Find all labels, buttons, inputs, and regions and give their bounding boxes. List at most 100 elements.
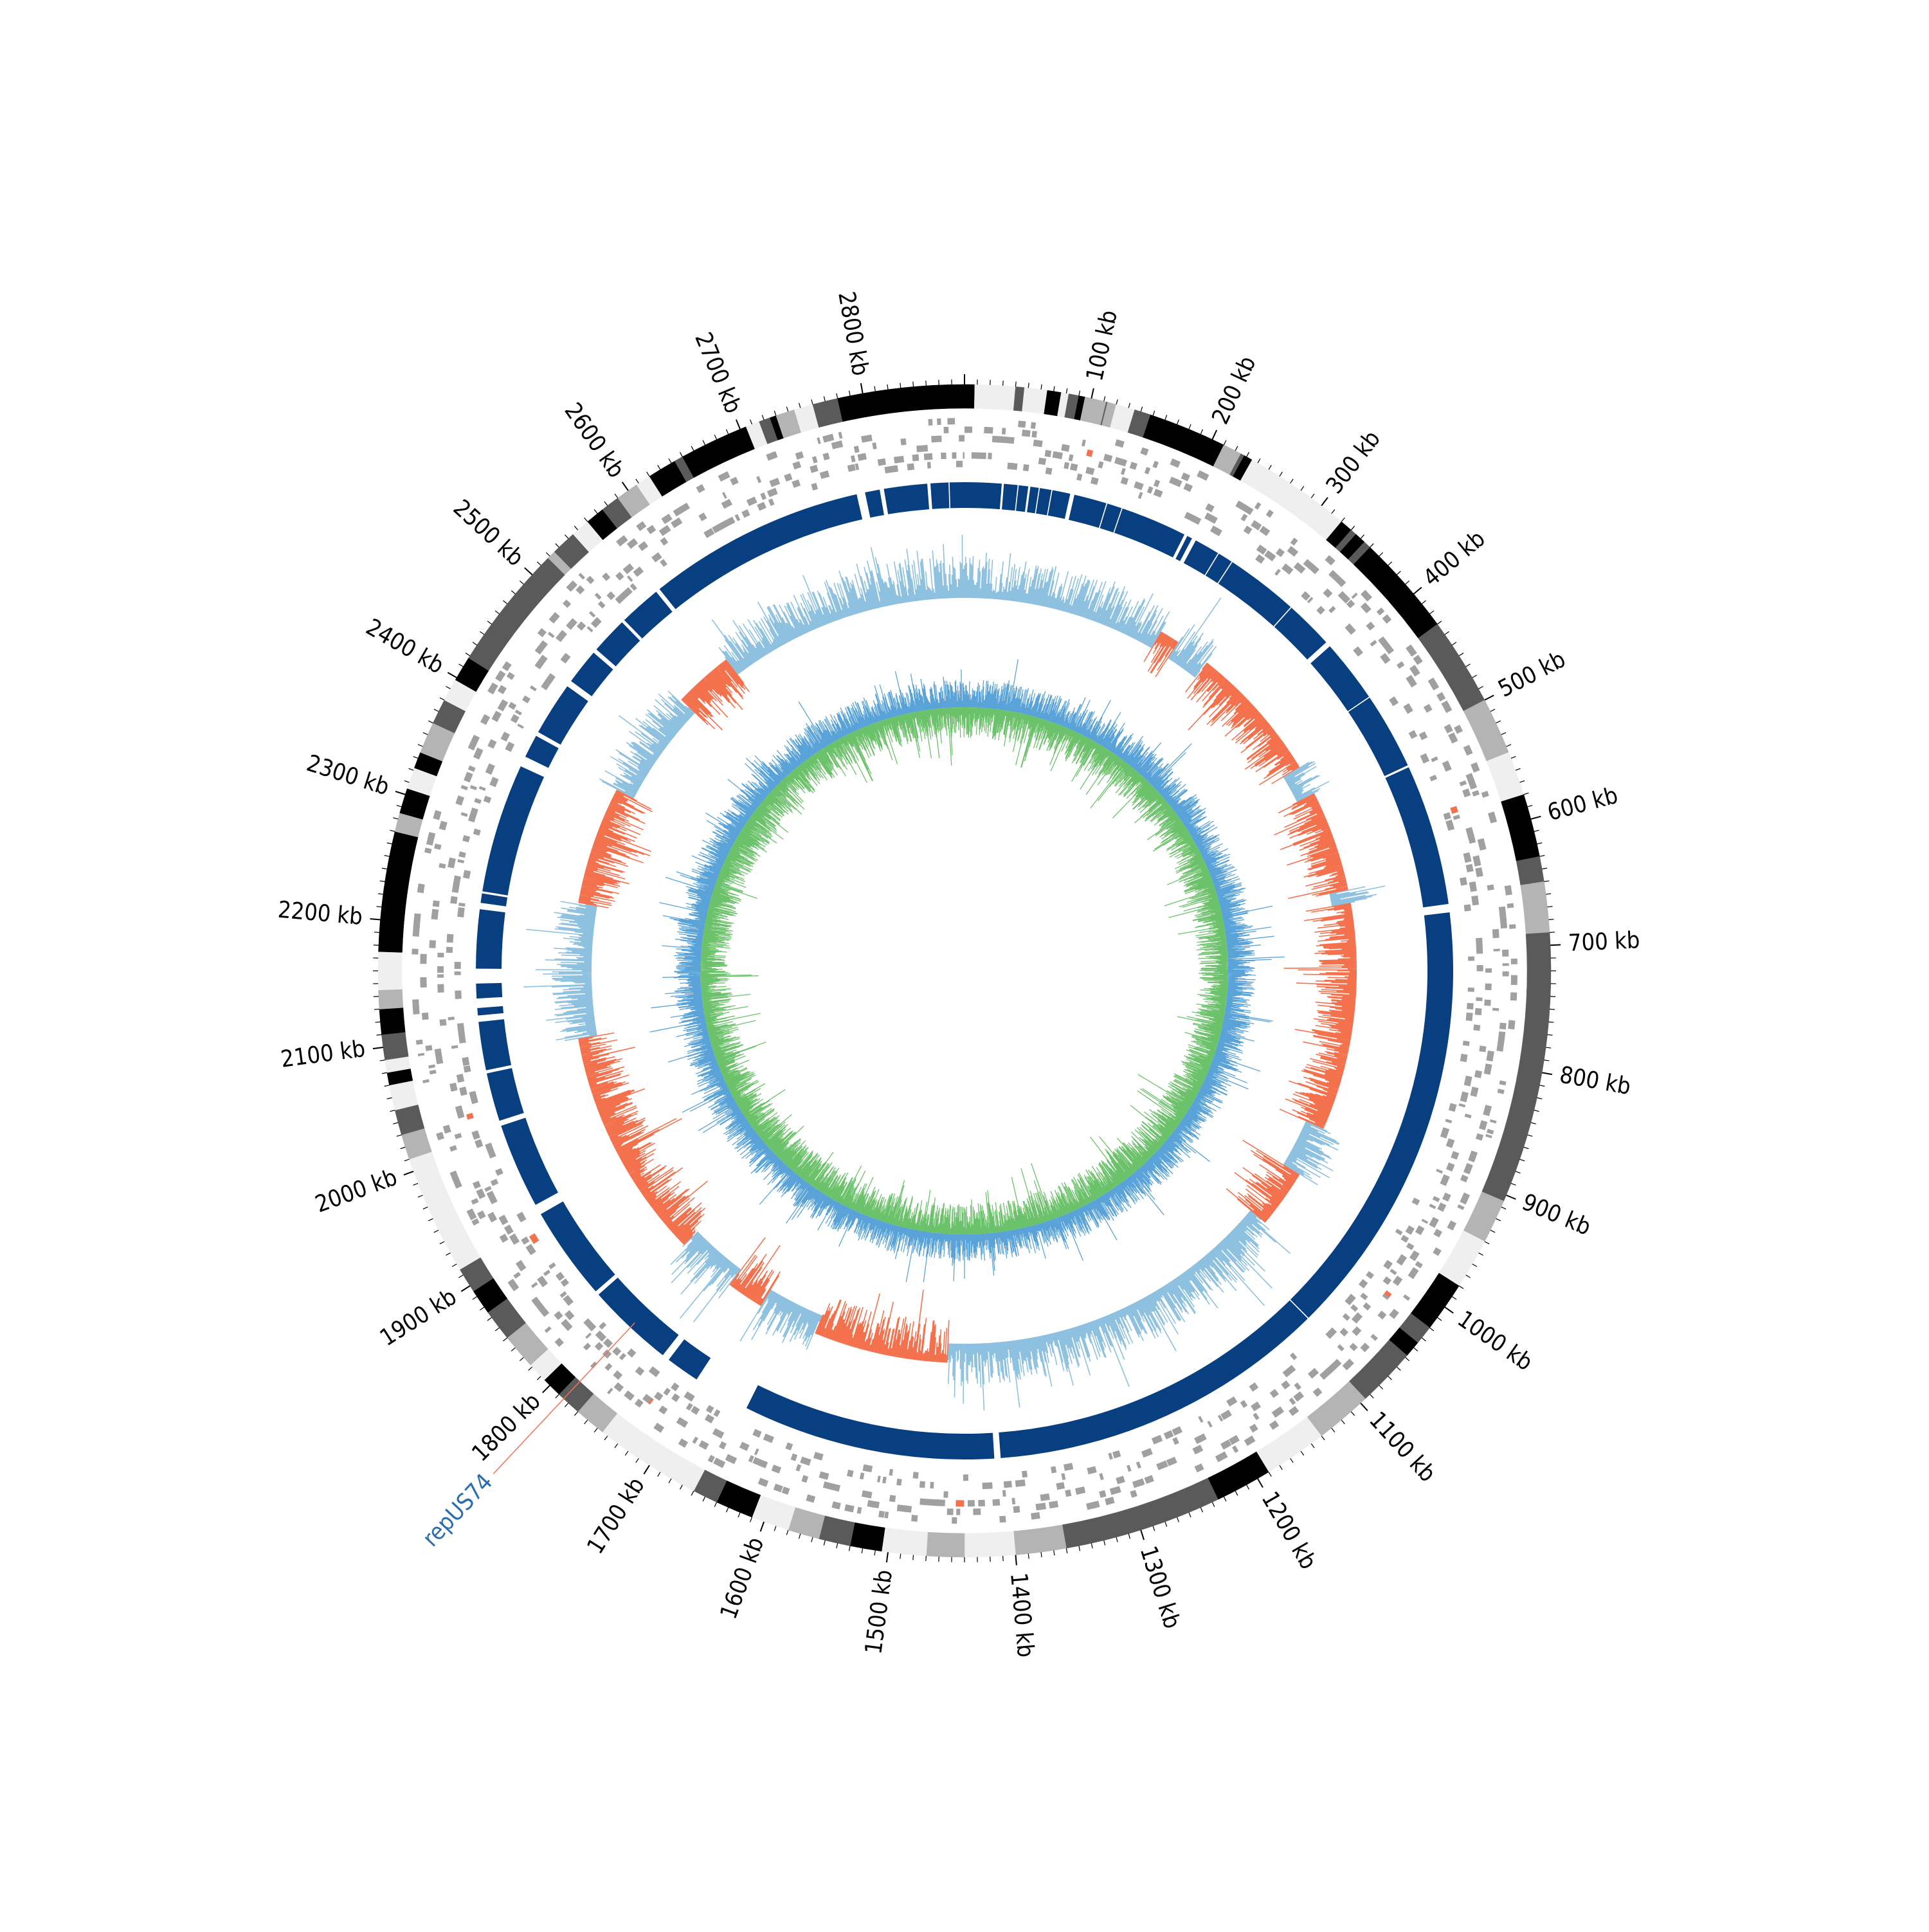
gene-feature (575, 585, 584, 594)
kb-tick (529, 1367, 532, 1370)
gene-feature (1121, 477, 1128, 485)
kb-tick (574, 1412, 577, 1416)
gene-feature (713, 1458, 725, 1468)
gene-feature (501, 732, 511, 742)
gene-feature (894, 456, 904, 464)
kb-tick (395, 791, 405, 795)
gene-feature (952, 452, 956, 458)
gene-feature (1152, 461, 1159, 469)
gene-feature (1287, 546, 1299, 557)
kb-tick (615, 1443, 618, 1447)
gene-feature (1023, 464, 1029, 471)
gene-feature (602, 1350, 611, 1359)
gene-feature (999, 1516, 1006, 1523)
gene-feature (817, 437, 820, 444)
kb-tick-label: 1300 kb (1135, 1543, 1186, 1632)
kb-tick (1550, 1009, 1555, 1010)
kb-tick (1531, 1123, 1536, 1124)
gene-feature (1397, 1254, 1408, 1266)
gene-feature (471, 1198, 479, 1204)
kb-tick-label: 1700 kb (582, 1473, 650, 1558)
kb-tick (1452, 1297, 1456, 1299)
chromosome-band (390, 1081, 419, 1110)
kb-tick (1066, 388, 1067, 393)
gene-feature (1496, 1041, 1504, 1052)
gene-feature (607, 1388, 613, 1395)
gene-feature (1460, 1054, 1468, 1062)
gene-feature (877, 1476, 881, 1483)
gene-feature (1464, 1076, 1472, 1087)
gene-feature (649, 1366, 660, 1377)
gene-feature (513, 1272, 521, 1278)
gene-feature (1240, 514, 1247, 521)
gene-feature (774, 1484, 783, 1493)
kb-tick (1437, 1317, 1441, 1321)
gene-feature (1249, 1424, 1258, 1433)
gene-feature (450, 896, 457, 904)
gene-feature (613, 1370, 622, 1380)
kb-tick (837, 393, 838, 399)
gene-feature (487, 739, 496, 749)
gene-feature (623, 563, 634, 574)
gene-feature (504, 1225, 514, 1235)
kb-tick (374, 1009, 379, 1010)
gene-feature (1406, 1225, 1415, 1235)
gene-feature (792, 480, 801, 488)
blast-hit-block (476, 983, 502, 998)
kb-tick (1079, 1546, 1080, 1551)
gene-feature (1345, 624, 1355, 635)
kb-tick (714, 435, 716, 439)
gene-feature (469, 808, 478, 818)
kb-tick (1445, 1307, 1453, 1313)
kb-tick-label: 700 kb (1568, 927, 1640, 957)
chromosome-band (1013, 1525, 1066, 1555)
gene-feature (943, 1491, 948, 1497)
kb-tick (495, 1328, 499, 1331)
kb-tick (1496, 1218, 1501, 1220)
gene-feature (847, 1470, 854, 1477)
kb-tick (376, 1034, 381, 1035)
gene-feature (1166, 1457, 1177, 1467)
blast-hit-block (865, 490, 884, 518)
gene-feature (627, 538, 638, 549)
gene-feature (1429, 1217, 1438, 1228)
gene-feature (1451, 1151, 1459, 1159)
gene-feature (1040, 1494, 1049, 1501)
gene-feature (772, 1465, 781, 1474)
gene-feature (855, 464, 860, 471)
kb-tick (1247, 1485, 1249, 1490)
kb-tick (1490, 1230, 1495, 1232)
kb-tick (387, 1097, 392, 1099)
blast-hit-block (487, 1068, 524, 1121)
gene-feature (747, 496, 757, 506)
kb-tick (385, 1085, 390, 1087)
kb-tick (658, 1472, 660, 1477)
gene-feature (1446, 1162, 1454, 1171)
gene-feature (878, 458, 886, 466)
gene-feature (502, 662, 512, 671)
gene-feature (537, 1276, 548, 1287)
gene-feature (1485, 968, 1492, 973)
gene-feature (752, 1429, 761, 1438)
gene-feature (1476, 938, 1483, 948)
kb-tick (1437, 621, 1441, 624)
gene-feature (838, 432, 843, 439)
gene-feature (851, 455, 856, 462)
gene-feature (1251, 1402, 1261, 1411)
gene-feature (517, 723, 524, 728)
kb-tick (1472, 675, 1477, 678)
gene-feature (1437, 1202, 1446, 1212)
gene-feature (1476, 946, 1483, 953)
kb-tick (382, 868, 387, 869)
gene-feature (1130, 1490, 1137, 1497)
kb-tick (1165, 415, 1167, 420)
gene-feature (801, 1475, 808, 1483)
gene-feature (964, 426, 972, 433)
gene-feature (882, 1477, 887, 1484)
kb-tick (799, 1534, 801, 1539)
gene-feature (1337, 1344, 1345, 1351)
kb-tick (1511, 757, 1516, 759)
gene-feature (1467, 833, 1476, 844)
gene-feature (1363, 1303, 1371, 1311)
gene-feature (1127, 1465, 1132, 1472)
